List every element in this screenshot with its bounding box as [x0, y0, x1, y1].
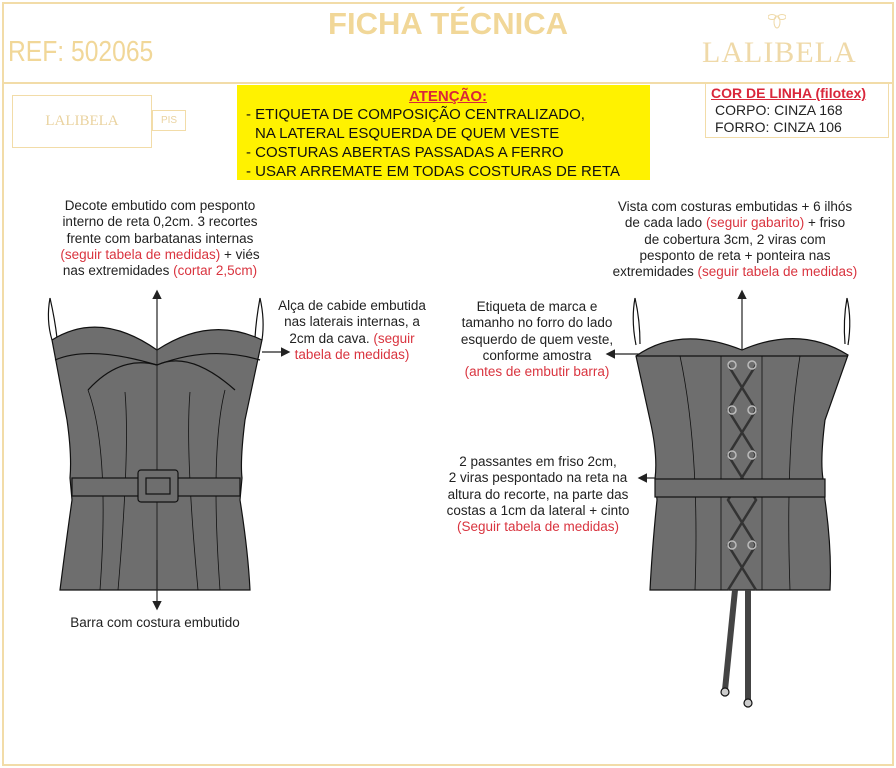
note-line: altura do recorte, na parte das — [447, 486, 629, 502]
note-line: Decote embutido com pesponto — [64, 198, 256, 213]
brand-label: LALIBELA — [12, 95, 152, 148]
note-highlight: (cortar 2,5cm) — [173, 263, 258, 279]
loops-note: 2 passantes em friso 2cm, 2 viras pespon… — [434, 454, 642, 535]
note-text: + viés — [220, 246, 260, 262]
note-line: (Seguir tabela de medidas) — [456, 519, 620, 535]
note-text: nas extremidades — [62, 263, 174, 279]
note-line: nas laterais internas, a — [284, 314, 420, 330]
note-line: 2cm da cava. (seguir — [268, 331, 436, 347]
note-line: pesponto de reta + ponteira nas — [639, 247, 831, 263]
note-text: de cada lado — [624, 215, 706, 231]
attention-box: ATENÇÃO: - ETIQUETA DE COMPOSIÇÃO CENTRA… — [237, 85, 650, 180]
note-line: 2 viras pespontado na reta na — [448, 470, 628, 486]
note-highlight: (seguir — [373, 330, 415, 346]
size-label: PIS — [152, 110, 186, 131]
reference-code: REF: 502065 — [8, 36, 154, 68]
note-line: nas extremidades (cortar 2,5cm) — [40, 263, 280, 279]
page-title: FICHA TÉCNICA — [328, 6, 568, 41]
note-text: 2cm da cava. — [289, 330, 374, 346]
header-divider — [2, 82, 894, 84]
note-line: Vista com costuras embutidas + 6 ilhós — [617, 199, 853, 214]
thread-body: CORPO: CINZA 168 — [715, 102, 843, 118]
thread-color-box: COR DE LINHA (filotex) CORPO: CINZA 168 … — [705, 84, 889, 138]
brand-logo: LALIBELA — [702, 36, 857, 69]
note-line: Alça de cabide embutida — [278, 298, 426, 313]
attention-item: NA LATERAL ESQUERDA DE QUEM VESTE — [255, 125, 560, 142]
note-line: tamanho no forro do lado — [461, 315, 613, 331]
thread-title: COR DE LINHA (filotex) — [711, 85, 867, 101]
note-line: 2 passantes em friso 2cm, — [459, 454, 617, 469]
note-text: + friso — [804, 215, 846, 231]
note-line: de cobertura 3cm, 2 viras com — [644, 231, 826, 247]
note-line: (seguir tabela de medidas) + viés — [40, 247, 280, 263]
note-line: extremidades (seguir tabela de medidas) — [600, 264, 870, 280]
bee-logo-icon — [768, 14, 786, 29]
note-line: costas a 1cm da lateral + cinto — [446, 502, 630, 518]
note-line: frente com barbatanas internas — [66, 230, 254, 246]
front-view-drawing — [47, 297, 264, 591]
thread-lining: FORRO: CINZA 106 — [715, 119, 842, 135]
note-line: de cada lado (seguir gabarito) + friso — [600, 215, 870, 231]
attention-item: - COSTURAS ABERTAS PASSADAS A FERRO — [246, 144, 564, 161]
back-view-drawing — [632, 297, 851, 708]
note-line: esquerdo de quem veste, — [460, 331, 614, 347]
hem-note: Barra com costura embutido — [40, 615, 270, 631]
note-line: Etiqueta de marca e — [476, 299, 598, 314]
note-text: extremidades — [612, 264, 698, 280]
attention-title: ATENÇÃO: — [408, 88, 488, 105]
tag-note: Etiqueta de marca e tamanho no forro do … — [448, 299, 626, 380]
neckline-note: Decote embutido com pesponto interno de … — [40, 198, 280, 279]
back-note: Vista com costuras embutidas + 6 ilhós d… — [600, 199, 870, 280]
note-line: conforme amostra — [482, 347, 592, 363]
note-highlight: (seguir tabela de medidas) — [697, 264, 858, 280]
note-line: interno de reta 0,2cm. 3 recortes — [62, 214, 258, 230]
note-line: tabela de medidas) — [294, 346, 410, 362]
note-highlight: (seguir gabarito) — [705, 215, 805, 231]
attention-item: - USAR ARREMATE EM TODAS COSTURAS DE RET… — [246, 163, 620, 180]
note-line: (antes de embutir barra) — [464, 364, 610, 380]
attention-item: - ETIQUETA DE COMPOSIÇÃO CENTRALIZADO, — [246, 106, 585, 123]
note-line: Barra com costura embutido — [70, 615, 240, 630]
callout-arrows — [152, 289, 747, 611]
note-highlight: (seguir tabela de medidas) — [60, 246, 221, 262]
strap-note: Alça de cabide embutida nas laterais int… — [268, 298, 436, 363]
